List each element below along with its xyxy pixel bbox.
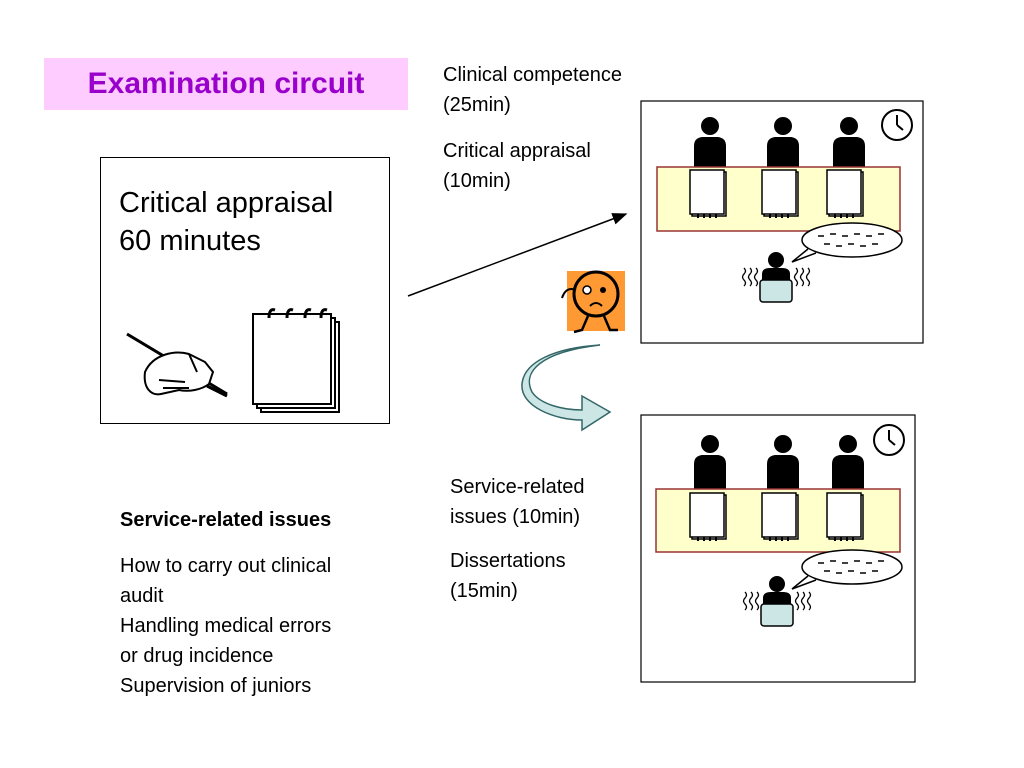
service-issues-line2: audit	[120, 585, 164, 607]
clock-icon	[873, 424, 905, 456]
paper-icon	[761, 492, 799, 542]
station-1-labels: Clinical competence (25min) Critical app…	[443, 60, 622, 196]
paper-icon	[689, 169, 727, 219]
station-1-line4: (10min)	[443, 170, 511, 192]
station-2-line2: issues (10min)	[450, 506, 581, 528]
service-issues-heading: Service-related issues	[120, 509, 332, 531]
station-1-line3: Critical appraisal	[443, 140, 591, 162]
writing-hand-icon	[126, 332, 228, 398]
title-box: Examination circuit	[44, 58, 408, 110]
station-2-line3: Dissertations	[450, 550, 566, 572]
paper-icon	[761, 169, 799, 219]
paper-icon	[826, 169, 864, 219]
worried-candidate-icon	[561, 270, 625, 334]
critical-appraisal-line1: Critical appraisal	[119, 187, 334, 219]
service-issues-line3: Handling medical errors	[120, 615, 332, 637]
page-title: Examination circuit	[87, 67, 365, 100]
critical-appraisal-icons	[126, 308, 340, 413]
service-issues-block: Service-related issues How to carry out …	[120, 505, 331, 701]
service-issues-line4: or drug incidence	[120, 645, 274, 667]
paper-icon	[826, 492, 864, 542]
station-2	[640, 414, 916, 683]
station-1	[640, 100, 924, 344]
paper-icon	[689, 492, 727, 542]
station-2-line1: Service-related	[450, 476, 585, 498]
station-2-labels: Service-related issues (10min) Dissertat…	[450, 472, 585, 606]
critical-appraisal-text: Critical appraisal 60 minutes	[119, 184, 333, 260]
curved-arrow-icon	[521, 344, 612, 432]
flow-arrow	[407, 213, 628, 297]
notepad-icon	[252, 308, 340, 413]
service-issues-line5: Supervision of juniors	[120, 675, 312, 697]
critical-appraisal-line2: 60 minutes	[119, 225, 261, 257]
critical-appraisal-box: Critical appraisal 60 minutes	[100, 157, 390, 424]
station-1-line1: Clinical competence	[443, 64, 622, 86]
station-1-line2: (25min)	[443, 94, 511, 116]
clock-icon	[881, 109, 913, 141]
station-2-line4: (15min)	[450, 580, 518, 602]
service-issues-line1: How to carry out clinical	[120, 555, 332, 577]
